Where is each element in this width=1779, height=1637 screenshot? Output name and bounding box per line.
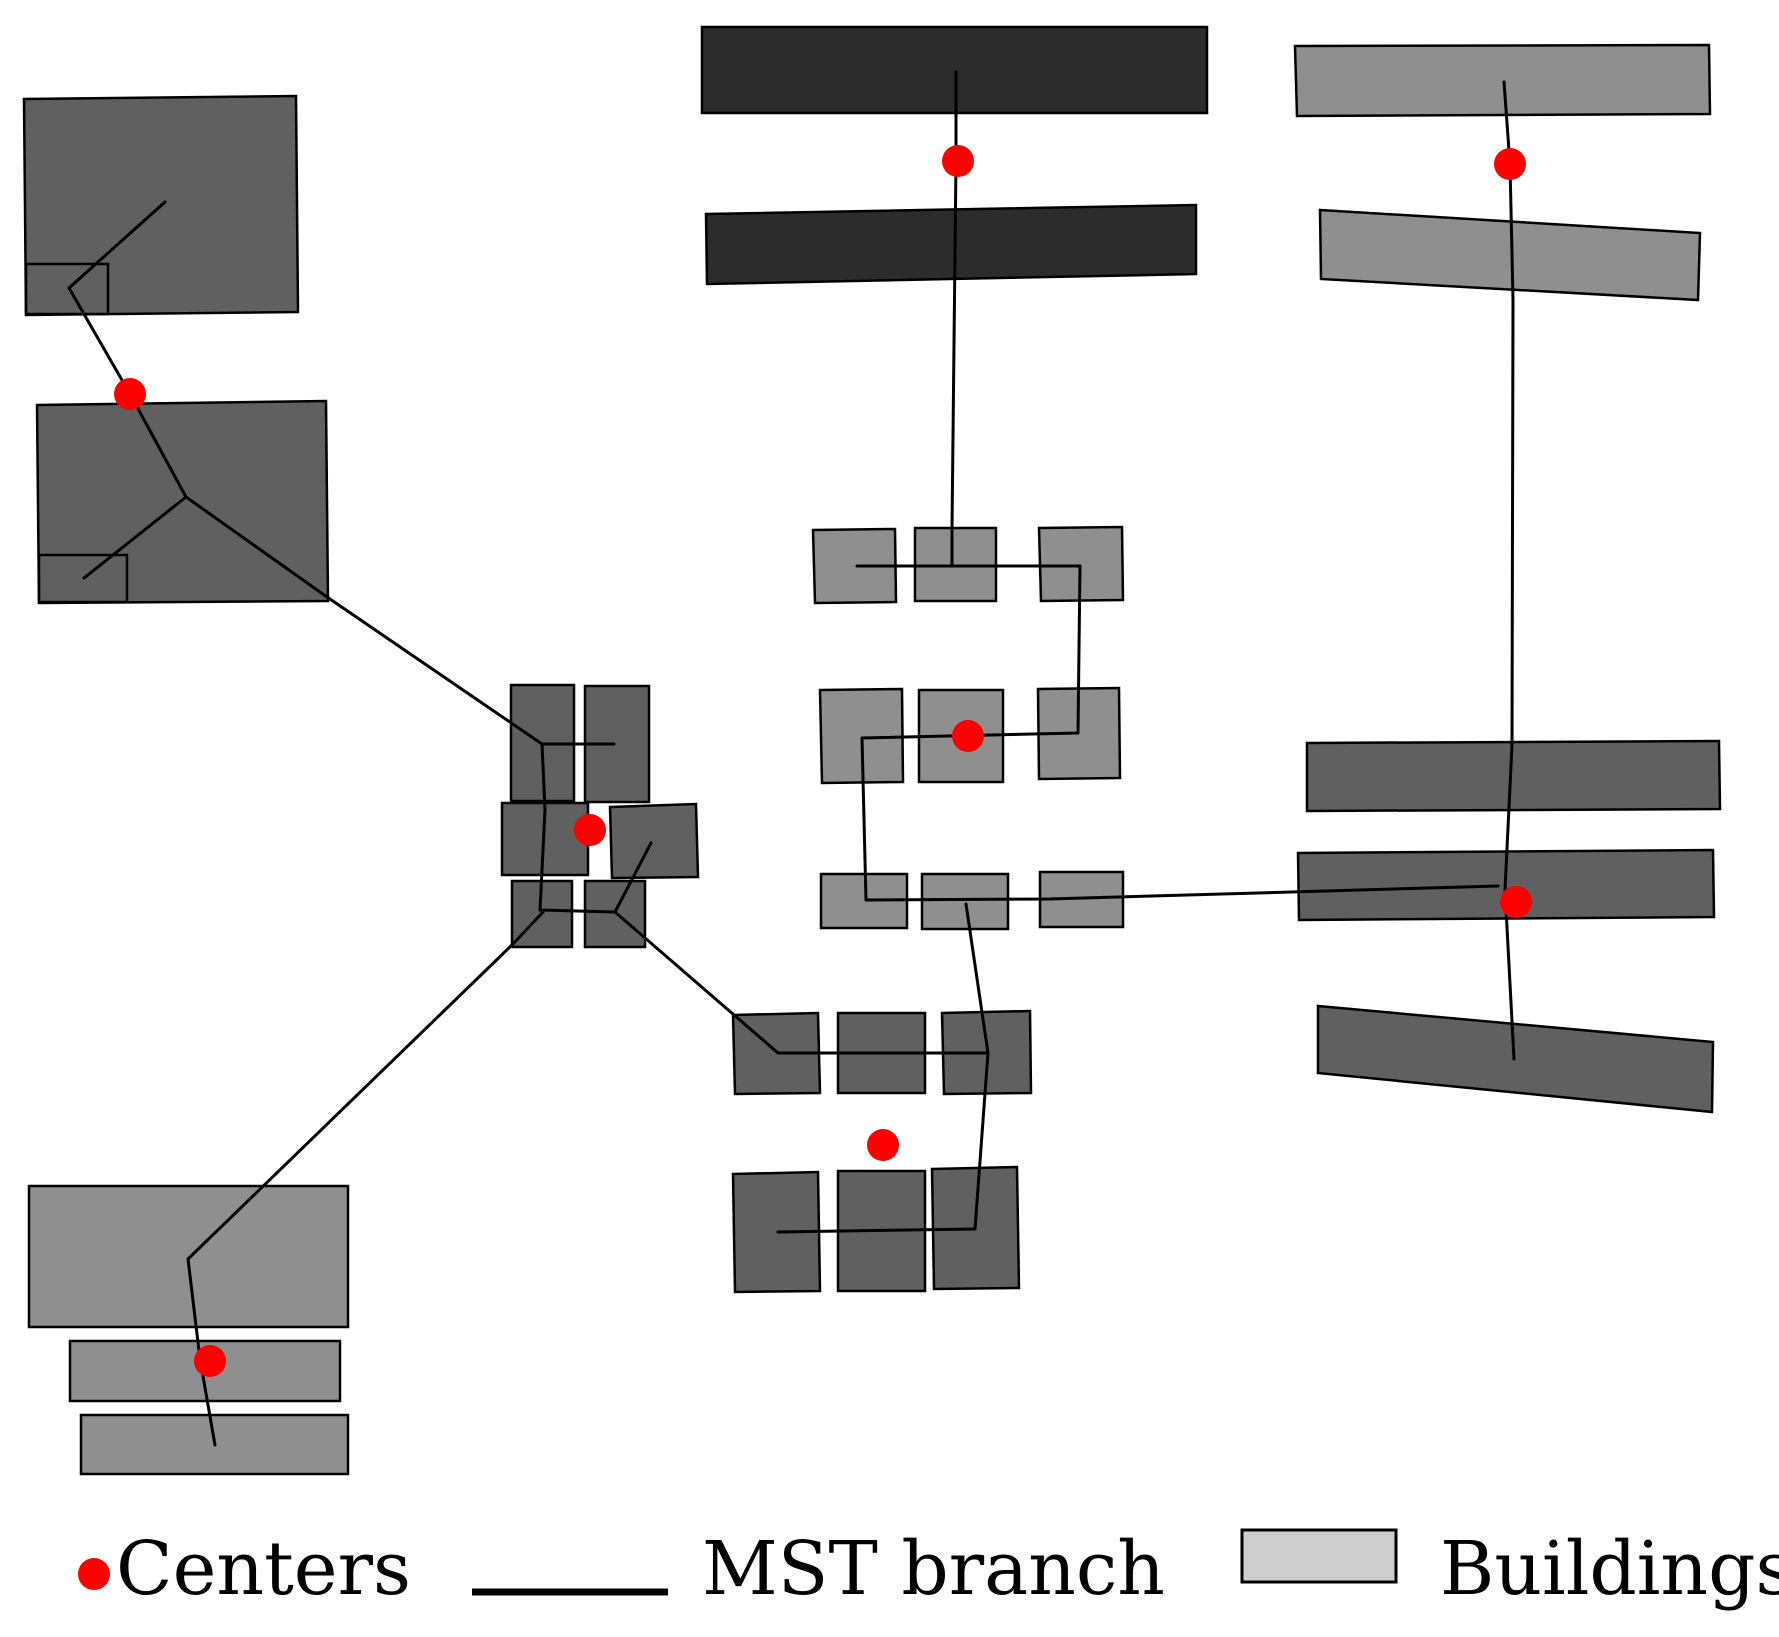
mst-branch <box>186 942 515 1447</box>
centers <box>114 145 1532 1377</box>
building-annex <box>37 553 129 604</box>
mst-branch <box>855 564 1500 902</box>
building <box>1305 739 1722 813</box>
buildings <box>22 25 1722 1476</box>
center-point <box>867 1129 899 1161</box>
building <box>608 802 700 880</box>
building-annex <box>24 262 110 316</box>
building <box>1318 208 1702 302</box>
building <box>704 203 1198 286</box>
building <box>1293 43 1712 118</box>
mst-branch <box>613 910 990 1055</box>
center-point <box>952 720 984 752</box>
mst-branch <box>964 902 990 1055</box>
building <box>818 687 905 785</box>
legend: Centers MST branch Buildings <box>78 1526 1779 1612</box>
mst-branch <box>82 495 188 580</box>
building <box>35 399 330 605</box>
cluster-top-left <box>22 94 330 605</box>
center-point <box>574 814 606 846</box>
cluster-top-right <box>1293 43 1712 302</box>
legend-centers-label: Centers <box>116 1526 411 1612</box>
center-point <box>942 145 974 177</box>
building <box>583 879 647 949</box>
cluster-bottom-left <box>27 1184 350 1476</box>
center-point <box>114 378 146 410</box>
building <box>920 872 1010 931</box>
center-point <box>1494 148 1526 180</box>
cluster-center-small <box>500 683 700 949</box>
legend-mst-label: MST branch <box>702 1526 1165 1612</box>
building <box>1037 525 1125 603</box>
legend-building-swatch <box>1240 1528 1398 1584</box>
center-point <box>1500 886 1532 918</box>
mst-branch <box>776 1051 990 1234</box>
legend-center-marker <box>78 1558 110 1590</box>
mst-branch <box>950 70 958 568</box>
legend-buildings-label: Buildings <box>1440 1526 1779 1612</box>
building <box>811 527 898 605</box>
center-point <box>194 1345 226 1377</box>
